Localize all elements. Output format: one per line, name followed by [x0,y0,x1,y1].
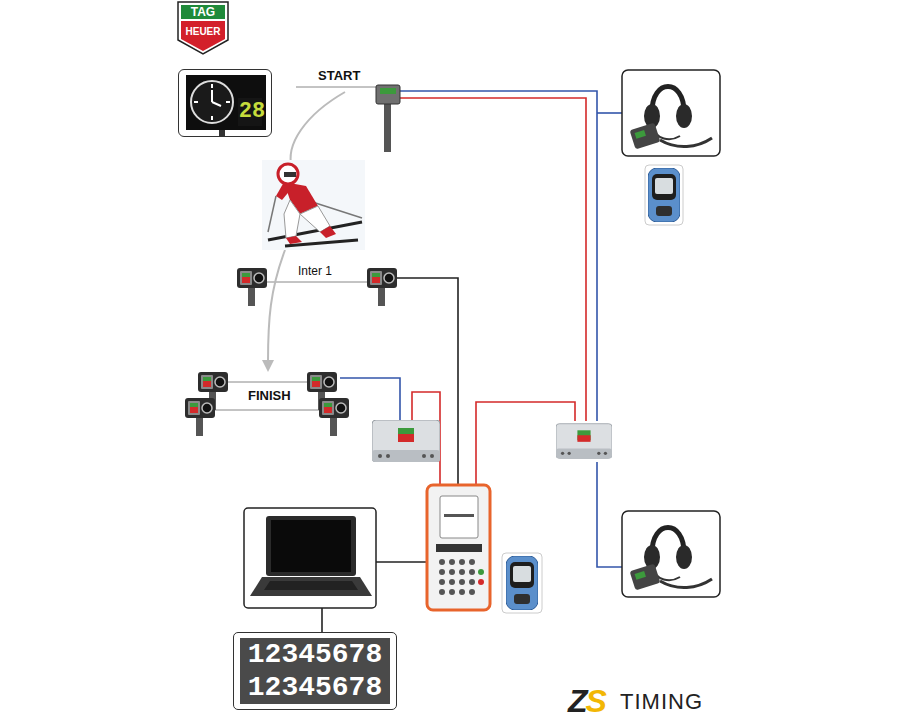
brand-name: TAG [191,5,215,19]
headset-panels [622,70,720,597]
company-logo: ZS [568,684,605,718]
brand-name: HEUER [185,26,220,38]
handheld-timers [502,165,683,613]
scoreboard: 1234567812345678 [233,632,397,710]
laptop [244,508,376,608]
scoreboard-line: 12345678 [240,671,390,704]
photocells [185,268,397,436]
junction-boxes [372,420,612,462]
tag-heuer-logo [178,2,228,54]
start-gate [376,85,400,152]
course-label: Inter 1 [296,264,334,278]
clock-display-art [186,75,266,137]
scoreboard-line: 12345678 [240,638,390,671]
clock-display: 28 [178,69,272,137]
course-label: START [316,68,362,84]
skier-figure [262,160,365,250]
digital-counter: 28 [237,99,267,125]
chronoprinter [427,485,490,610]
course-lines [215,87,385,410]
course-label: FINISH [246,388,293,404]
company-logo: TIMING [620,689,703,715]
